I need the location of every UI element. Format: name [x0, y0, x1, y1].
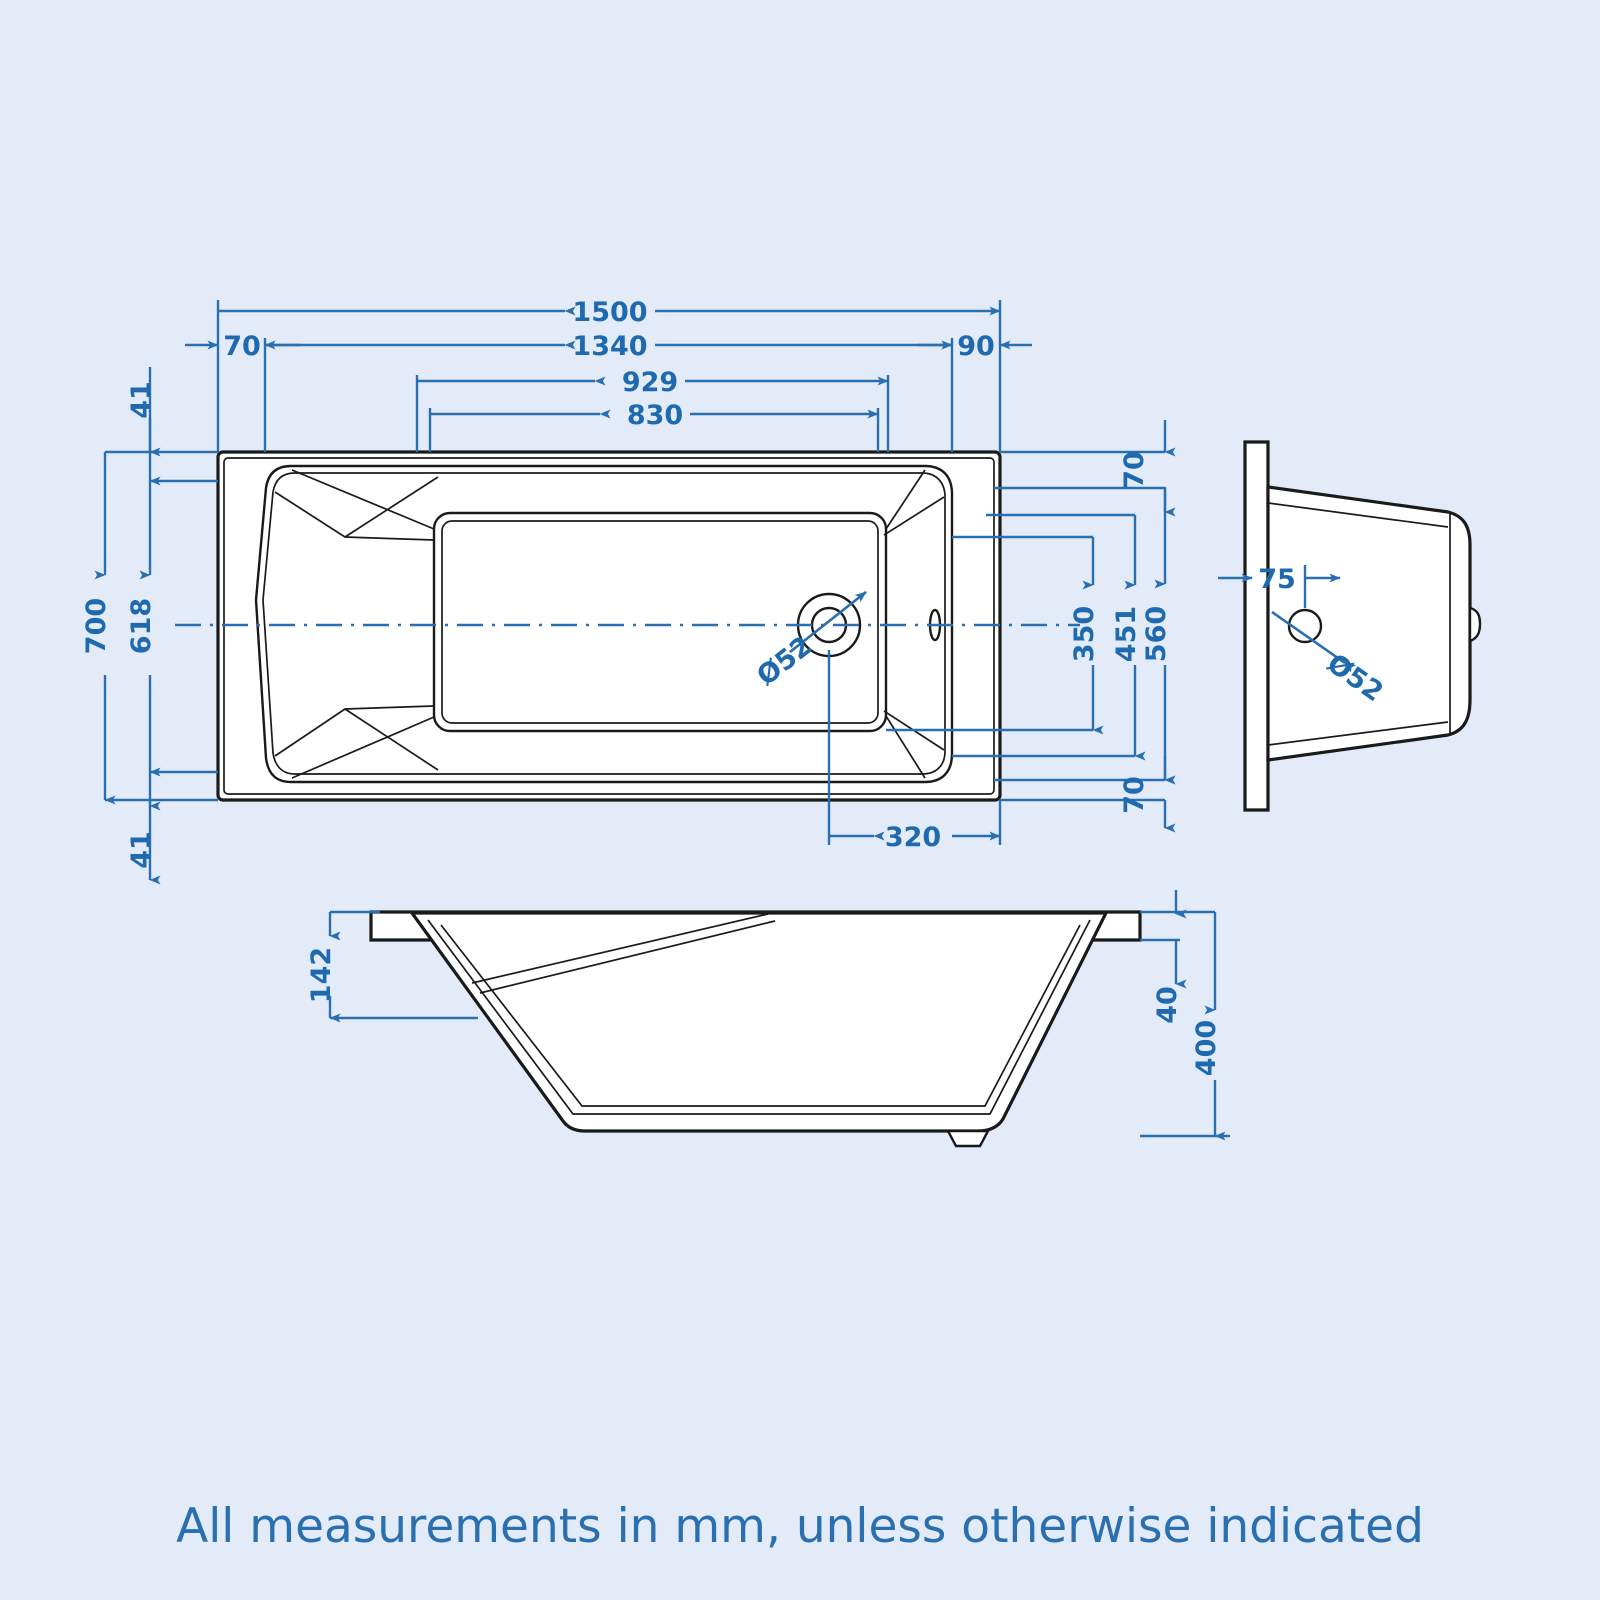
dim-plan-320: 320 [885, 822, 941, 853]
front-waste-nub [946, 1129, 990, 1148]
dim-plan-560: 560 [1141, 606, 1172, 662]
front-bowl-inner-offset-2 [440, 924, 1081, 1107]
dim-front-400: 400 [1191, 1020, 1222, 1076]
dim-front-142: 142 [306, 947, 337, 1003]
leader-end-overflow-b [1271, 611, 1346, 664]
front-fold-diagonal-a [471, 913, 769, 984]
plan-crease-top-right [883, 496, 945, 536]
measurement-units-caption: All measurements in mm, unless otherwise… [176, 1499, 1424, 1554]
plan-fold-bottom-left [291, 716, 435, 779]
dim-plan-929: 929 [622, 367, 678, 398]
plan-bowl-base-inner [441, 520, 879, 724]
plan-bowl-mouth-offset [262, 472, 946, 775]
plan-view: 1500 1340 70 90 929 830 [81, 297, 1176, 885]
end-view-wall-strip [1243, 440, 1270, 812]
front-elevation-view: 142 40 400 [306, 890, 1230, 1148]
end-view-rim-line-bottom [1267, 721, 1449, 746]
dim-plan-830: 830 [627, 400, 683, 431]
front-bowl-inner-offset [427, 919, 1091, 1115]
dim-plan-70-left: 70 [223, 331, 261, 362]
dim-plan-90-right: 90 [957, 331, 995, 362]
end-view-body [1266, 485, 1472, 762]
plan-fold-top-left [291, 469, 435, 530]
dim-plan-700: 700 [81, 598, 112, 654]
front-fold-diagonal-b [479, 920, 776, 994]
end-view-rim-line-top [1267, 502, 1449, 528]
plan-crease-bottom-left-diag [344, 708, 439, 771]
dim-plan-350: 350 [1069, 606, 1100, 662]
dim-plan-70-bottom-right: 70 [1119, 776, 1150, 814]
dim-plan-41-bottom: 41 [126, 831, 157, 869]
plan-bowl-base [432, 511, 888, 733]
end-view: 75 Ø52 [1218, 440, 1482, 812]
dim-end-75: 75 [1258, 564, 1296, 595]
dim-front-40: 40 [1152, 986, 1183, 1024]
dim-plan-618: 618 [126, 598, 157, 654]
dim-plan-1340: 1340 [572, 331, 647, 362]
plan-fold-top-right [885, 469, 926, 530]
dim-plan-70-top-right: 70 [1119, 451, 1150, 489]
dim-plan-451: 451 [1111, 606, 1142, 662]
dim-plan-41-top: 41 [126, 381, 157, 419]
leader-waste-diameter-b [789, 591, 867, 653]
end-view-grip [1468, 606, 1482, 643]
dim-plan-1500: 1500 [572, 297, 647, 328]
end-view-overflow-hole [1287, 608, 1323, 644]
plan-fold-bottom-right [885, 715, 926, 779]
plan-crease-top-left-diag [344, 476, 439, 538]
